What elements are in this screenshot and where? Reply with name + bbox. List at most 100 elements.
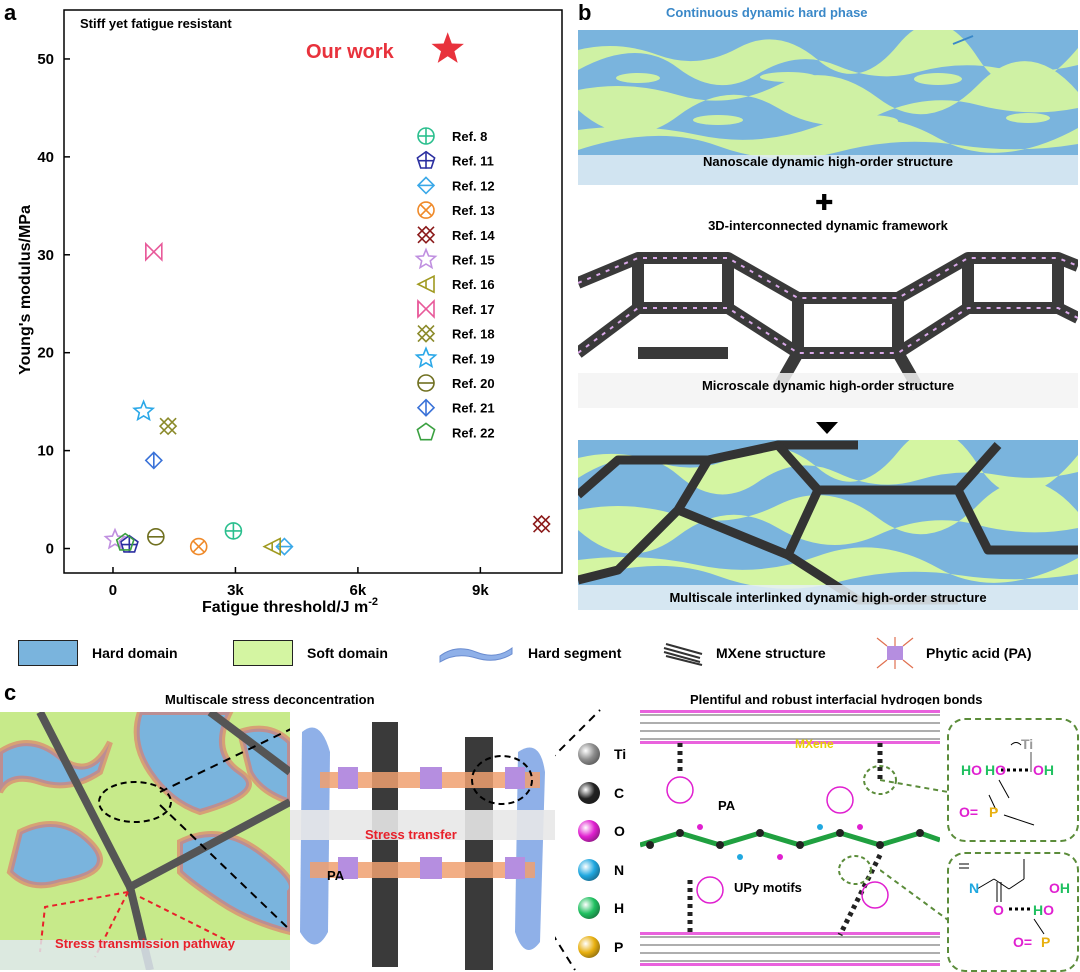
legend-label: Ref. 8 [452,129,487,144]
legend-marker [416,176,436,195]
legend-marker [417,201,435,219]
legend-marker [416,324,436,343]
data-point-ref-12 [275,537,294,556]
pa-label-right: PA [718,798,736,813]
microscale-framework-image [578,238,1078,408]
atom-legend-item: O [578,812,638,851]
atom-legend-item: C [578,774,638,813]
plus-icon: ✚ [815,190,834,215]
atom-symbol: H [614,900,625,917]
inset-upy-hydrogen-bond: N O HO OH O= P [947,852,1079,972]
inset1-ho1: HO [961,762,983,778]
data-point-ref-22 [115,532,135,551]
mxene-label: MXene [795,737,834,751]
inset1-oh: OH [1033,762,1055,778]
legend-marker [417,127,435,145]
inset2-oh: OH [1049,880,1071,896]
x-tick-label: 6k [350,582,367,599]
hard-phase-arrow [952,35,974,45]
atom-ball-icon [578,897,600,920]
legend-label: Ref. 21 [452,401,495,416]
mxene-structure-label: MXene structure [716,645,826,661]
data-point-ref-13 [189,537,208,556]
inset1-o-eq: O= [959,804,979,820]
atom-symbol: Ti [614,746,627,763]
data-point-ref-20 [147,527,165,546]
hard-domain-swatch [18,640,78,666]
stress-pathway-label: Stress transmission pathway [55,936,235,951]
microscale-caption: Microscale dynamic high-order structure [701,378,955,393]
data-points [103,32,551,556]
y-tick-label: 50 [37,51,54,68]
data-point-ref-17 [145,241,163,262]
x-axis-label: Fatigue threshold/J m-2 [202,596,378,616]
atom-ball-icon [578,820,600,843]
phytic-acid-icon [876,637,914,669]
atom-symbol: C [614,784,625,801]
legend-label: Ref. 12 [452,178,495,193]
y-tick-label: 10 [37,443,54,460]
stress-transfer-label: Stress transfer [365,827,457,842]
atom-legend-item: H [578,889,638,928]
data-point-ref-18 [158,416,178,436]
data-point-ref-19 [132,399,156,422]
x-tick-label: 9k [472,582,489,599]
multiscale-structure-image [578,440,1078,610]
atom-legend-item: Ti [578,735,638,774]
atom-ball-icon [578,858,600,881]
legend-label: Ref. 11 [452,154,494,169]
legend-mxene: MXene structure [660,637,826,669]
atom-ball-icon [578,781,600,804]
plot-frame [63,9,563,574]
atom-ball-icon [578,935,600,958]
data-point-ref-16 [262,537,281,556]
down-arrow-icon [816,422,838,434]
title-stress-deconcentration: Multiscale stress deconcentration [165,692,375,707]
legend-label: Ref. 22 [452,425,495,440]
legend-label: Ref. 18 [452,327,495,342]
atom-symbol: N [614,861,625,878]
stress-transfer-image [290,712,555,970]
panel-label-a: a [4,0,17,25]
legend-soft-domain: Soft domain [233,637,388,669]
legend-marker [416,398,436,417]
panel-label-b: b [578,0,592,25]
legend-label: Ref. 14 [452,228,495,243]
y-axis-label: Young's modulus/MPa [17,205,34,375]
atom-symbol: O [614,823,625,840]
legend-phytic-acid: Phytic acid (PA) [872,637,1032,669]
legend-hard-segment: Hard segment [436,637,621,669]
legend-marker [416,274,435,294]
soft-domain-swatch [233,640,293,666]
inset2-p: P [1041,934,1051,950]
hard-phase-label: Continuous dynamic hard phase [666,5,868,20]
inset2-o-eq: O= [1013,934,1033,950]
x-axis-label-text: Fatigue threshold/J m [202,599,368,616]
x-axis-label-sup: -2 [368,596,378,608]
legend-label: Ref. 19 [452,351,495,366]
stress-pathway-image [0,712,290,970]
data-point-ref-14 [532,514,551,534]
atom-ball-icon [578,743,600,766]
inset2-n: N [969,880,980,896]
multiscale-caption: Multiscale interlinked dynamic high-orde… [669,590,987,605]
inset1-ti: Ti [1021,736,1034,752]
y-tick-label: 20 [37,345,54,362]
inset2-o: O [993,902,1004,918]
atom-symbol: P [614,938,624,955]
inset1-p: P [989,804,999,820]
inset-ti-hydrogen-bond: Ti HO HO OH O= P [947,718,1079,842]
legend-label: Ref. 15 [452,253,495,268]
y-tick-label: 30 [37,247,54,264]
inset1-ho2: HO [985,762,1007,778]
legend-label: Ref. 17 [452,302,495,317]
inset-connector-lines [880,779,949,921]
mxene-structure-icon [663,643,703,666]
hard-domain-label: Hard domain [92,645,178,661]
legend-marker [414,247,438,270]
legend-label: Ref. 20 [452,376,495,391]
